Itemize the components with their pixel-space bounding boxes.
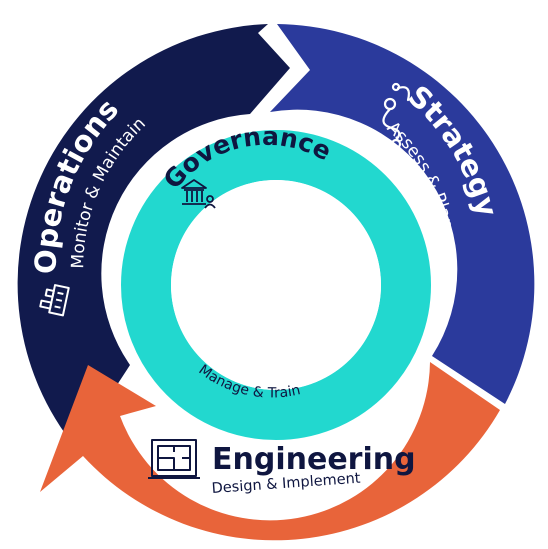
route-icon [382, 82, 410, 150]
institution-icon [181, 179, 216, 209]
strategy-segment[interactable] [270, 24, 535, 404]
blueprint-icon [148, 439, 200, 479]
ring-center [171, 180, 381, 390]
governance-ring[interactable] [121, 130, 431, 440]
operations-segment[interactable] [17, 24, 290, 448]
engineering-title: Engineering [212, 442, 416, 477]
factory-icon [39, 284, 70, 317]
engineering-segment[interactable] [40, 362, 500, 541]
